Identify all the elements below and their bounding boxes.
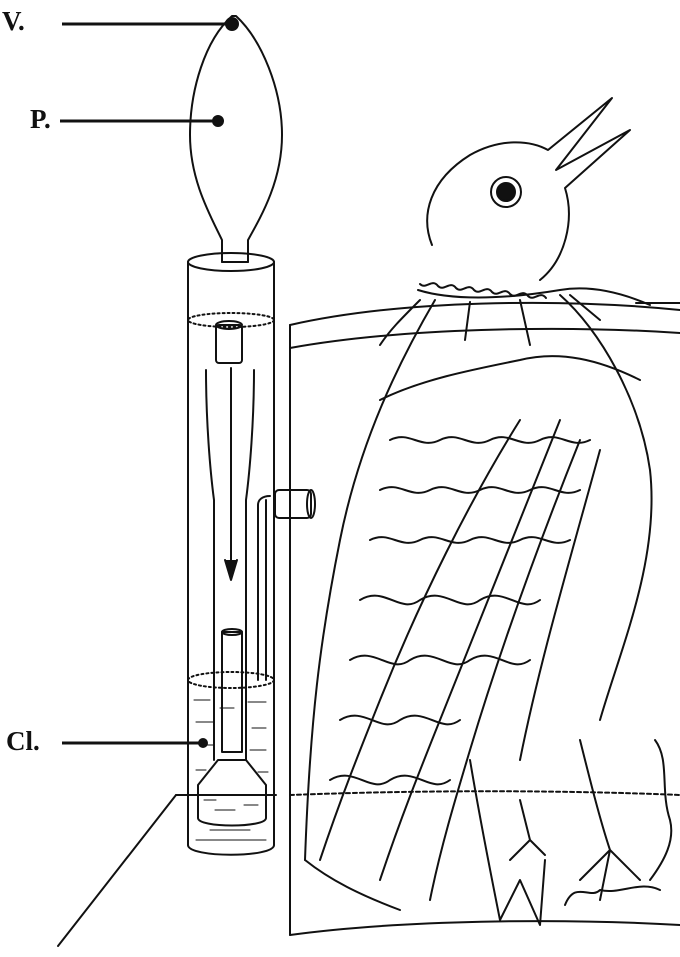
chloroform-cylinder xyxy=(188,253,315,855)
valve-dot xyxy=(226,18,238,30)
pump-dot xyxy=(213,116,223,126)
base-pointer xyxy=(58,795,276,946)
chloroform-liquid xyxy=(194,700,268,840)
label-pump: P. xyxy=(30,106,51,133)
bird-illustration xyxy=(305,98,671,925)
label-valve: V. xyxy=(2,8,25,35)
pump-bulb xyxy=(190,16,282,262)
label-chloroform: Cl. xyxy=(6,728,40,755)
